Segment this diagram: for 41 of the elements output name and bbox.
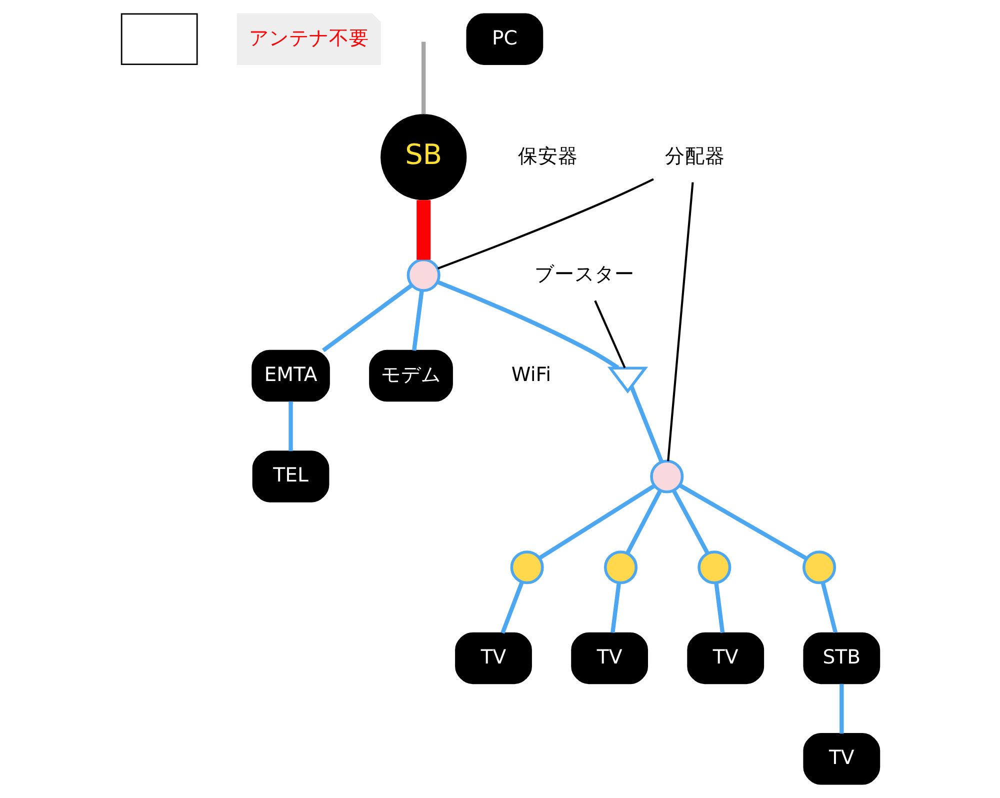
connector [839, 684, 844, 734]
node-circle [510, 550, 544, 584]
connector [629, 386, 663, 462]
connector [714, 582, 724, 633]
connector [678, 484, 807, 560]
node-box: TV [570, 632, 648, 684]
node-circle [650, 460, 684, 494]
node-box: TV [686, 632, 764, 684]
node-text: 分配器 [664, 144, 724, 168]
node-triangle [606, 366, 648, 394]
connector [288, 401, 292, 452]
node-label: 保安器 [518, 144, 578, 168]
node-text: ブースター [534, 262, 634, 286]
connector [500, 581, 524, 634]
connector [436, 178, 654, 270]
connector [421, 42, 426, 114]
connector [436, 280, 619, 370]
connector [610, 582, 621, 633]
connector [416, 200, 430, 260]
connector [820, 582, 838, 634]
node-box: PC [466, 13, 543, 65]
node-box: EMTA [251, 350, 330, 402]
node-label: WiFi [510, 362, 551, 386]
node-box: モデム [368, 350, 452, 402]
node-circle [802, 550, 836, 584]
node-box: TEL [252, 450, 329, 502]
connector [594, 300, 626, 368]
node-box: STB [802, 632, 880, 684]
node-circle: SB [380, 114, 466, 200]
connector [322, 284, 413, 352]
node-circle [697, 550, 731, 584]
connector [538, 484, 656, 560]
node-circle [406, 258, 440, 292]
connector [412, 290, 424, 351]
connector [671, 490, 709, 554]
connector [666, 182, 694, 462]
node-circle [603, 550, 638, 584]
node-box [120, 13, 198, 65]
connector [624, 490, 662, 554]
node-box: TV [454, 632, 532, 684]
node-box: TV [802, 733, 880, 785]
